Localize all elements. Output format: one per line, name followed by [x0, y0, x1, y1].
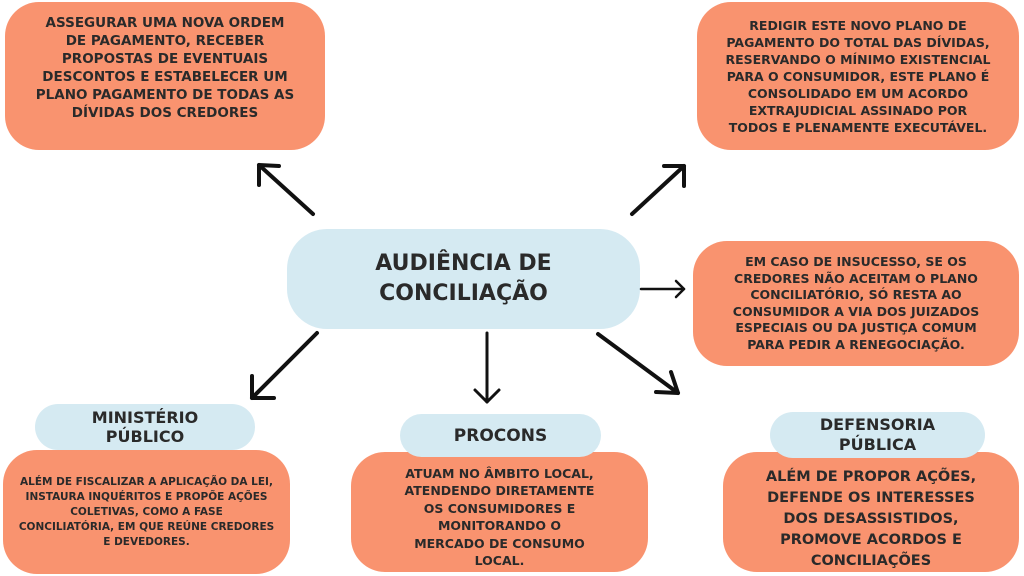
arrow-top-right-icon: [630, 164, 686, 216]
arrow-down-left-icon: [250, 331, 319, 400]
defensoria-title: DEFENSORIA PÚBLICA: [770, 412, 985, 458]
center-node: AUDIÊNCIA DE CONCILIAÇÃO: [287, 229, 640, 329]
procons-title: PROCONS: [400, 414, 601, 457]
card-defensoria-text: ALÉM DE PROPOR AÇÕES, DEFENDE OS INTERES…: [723, 452, 1019, 572]
card-top-left: ASSEGURAR UMA NOVA ORDEM DE PAGAMENTO, R…: [5, 2, 325, 150]
card-top-right: REDIGIR ESTE NOVO PLANO DE PAGAMENTO DO …: [697, 2, 1019, 150]
card-procons-text: ATUAM NO ÂMBITO LOCAL, ATENDENDO DIRETAM…: [351, 452, 648, 572]
arrow-top-left-icon: [257, 163, 315, 216]
ministerio-title: MINISTÉRIO PÚBLICO: [35, 404, 255, 450]
card-right: EM CASO DE INSUCESSO, SE OS CREDORES NÃO…: [693, 241, 1019, 366]
card-ministerio-text: ALÉM DE FISCALIZAR A APLICAÇÃO DA LEI, I…: [3, 450, 290, 574]
arrow-down-icon: [473, 331, 501, 404]
arrow-right-icon: [639, 279, 686, 299]
arrow-down-right-icon: [596, 332, 680, 395]
